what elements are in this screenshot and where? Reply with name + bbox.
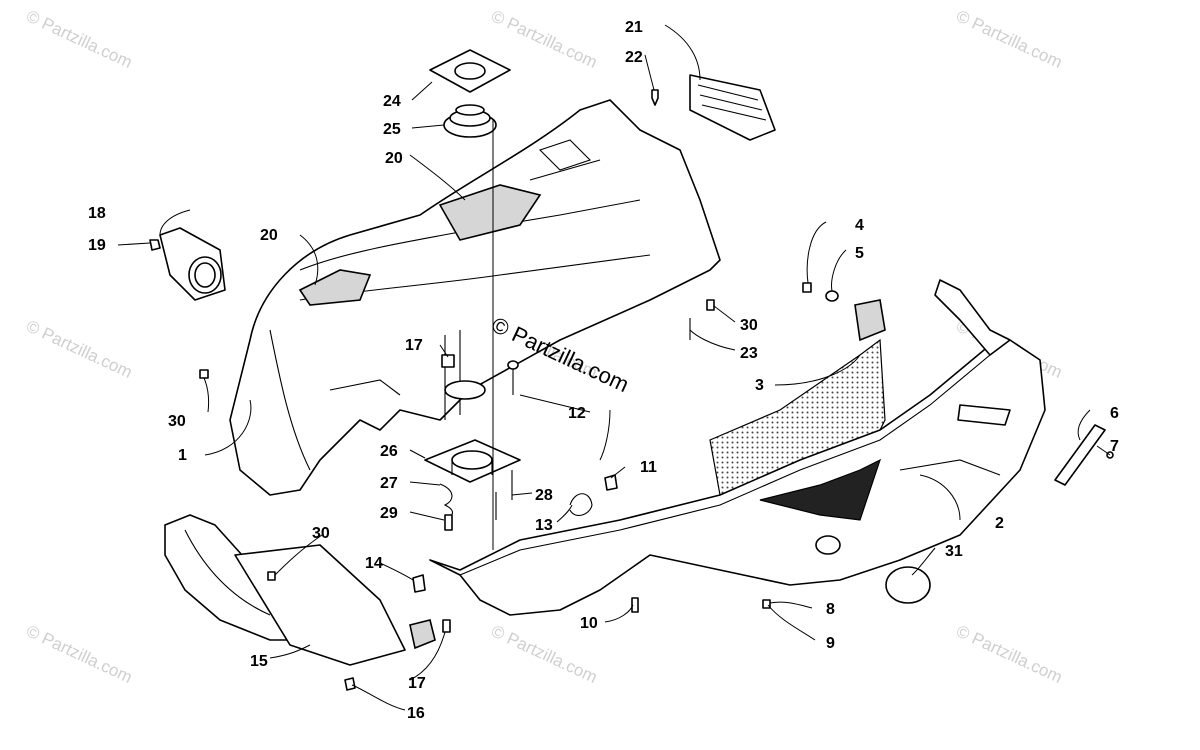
watermark-text: © Partzilla.com (953, 6, 1065, 72)
callout-28: 28 (535, 487, 553, 504)
part-30-screw-bottom (267, 571, 276, 581)
part-1-belly-pan (229, 99, 721, 496)
part-15-nose (164, 514, 406, 666)
callout-17-top: 17 (405, 337, 423, 354)
callout-13: 13 (535, 517, 553, 534)
part-4-screw (802, 282, 812, 293)
part-22-screw (651, 89, 659, 106)
callout-2: 2 (995, 515, 1004, 532)
callout-23: 23 (740, 345, 758, 362)
part-28-pins (495, 470, 513, 520)
part-25-grommet (443, 104, 497, 138)
callout-16: 16 (407, 705, 425, 722)
part-30-screw-left (199, 369, 209, 379)
part-13-clamp (569, 493, 593, 516)
part-5-washer (825, 290, 886, 342)
leader-lines (117, 24, 1111, 711)
callout-24: 24 (383, 93, 401, 110)
callout-3: 3 (755, 377, 764, 394)
callout-25: 25 (383, 121, 401, 138)
part-19-screw (149, 239, 161, 251)
callout-29: 29 (380, 505, 398, 522)
part-24-plate (429, 49, 511, 93)
callout-20-top: 20 (385, 150, 403, 167)
watermark-text: © Partzilla.com (23, 6, 135, 72)
callout-19: 19 (88, 237, 106, 254)
callout-12: 12 (568, 405, 586, 422)
watermark-text: © Partzilla.com (953, 621, 1065, 687)
part-21-vent (689, 74, 776, 141)
callout-6: 6 (1110, 405, 1119, 422)
callout-labels: 1 2 3 4 5 6 7 8 9 10 11 12 13 14 15 16 1… (88, 19, 1119, 722)
callout-9: 9 (826, 635, 835, 652)
callout-30-bottom: 30 (312, 525, 330, 542)
callout-30-right: 30 (740, 317, 758, 334)
part-30-screw-right (706, 299, 715, 311)
part-14-clip (412, 574, 426, 593)
part-18-boot (159, 227, 226, 301)
callout-27: 27 (380, 475, 398, 492)
part-2-side-rail (429, 279, 1046, 616)
callout-18: 18 (88, 205, 106, 222)
callout-21: 21 (625, 19, 643, 36)
callout-30-left: 30 (168, 413, 186, 430)
callout-15: 15 (250, 653, 268, 670)
callout-7: 7 (1110, 438, 1119, 455)
part-6-plate (1054, 424, 1106, 486)
callout-10: 10 (580, 615, 598, 632)
part-8-cover (815, 535, 931, 604)
watermark-text: © Partzilla.com (23, 621, 135, 687)
part-17-nut-top (441, 354, 455, 368)
part-29-screw (444, 514, 453, 531)
callout-31: 31 (945, 543, 963, 560)
watermark-text: © Partzilla.com (488, 6, 600, 72)
watermark-text: © Partzilla.com (23, 316, 135, 382)
part-11-clip (604, 474, 618, 491)
callout-22: 22 (625, 49, 643, 66)
callout-17-bottom: 17 (408, 675, 426, 692)
callout-26: 26 (380, 443, 398, 460)
callout-11: 11 (640, 459, 657, 476)
callout-8: 8 (826, 601, 835, 618)
part-12-screw (507, 360, 519, 395)
part-31-decal (759, 458, 882, 521)
callout-20-left: 20 (260, 227, 278, 244)
part-20-insulation (298, 184, 542, 306)
part-26-plate (424, 439, 521, 483)
callout-5: 5 (855, 245, 864, 262)
part-17-nut-bottom (409, 619, 451, 650)
callout-1: 1 (178, 447, 187, 464)
callout-14: 14 (365, 555, 383, 572)
callout-4: 4 (855, 217, 864, 234)
part-16-screw (344, 677, 356, 691)
